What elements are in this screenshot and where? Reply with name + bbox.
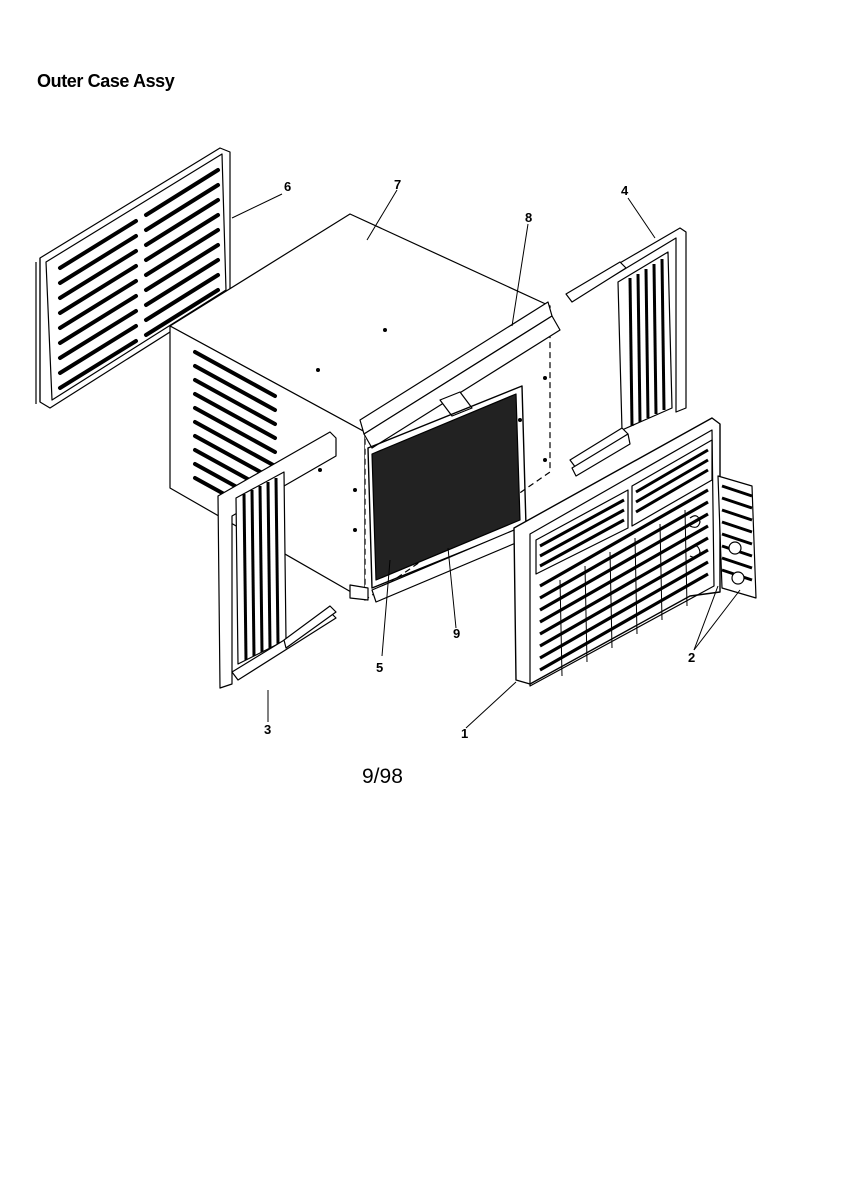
part-right-side-curtain (565, 227, 687, 477)
callout-3: 3 (264, 722, 271, 737)
callout-6: 6 (284, 179, 291, 194)
callout-7: 7 (394, 177, 401, 192)
cabinet-screw-holes (316, 328, 547, 532)
part-front-grille (513, 417, 721, 687)
rear-grille-louvers (58, 168, 220, 390)
part-rear-grille (35, 147, 231, 409)
callout-5: 5 (376, 660, 383, 675)
callout-4: 4 (621, 183, 629, 198)
date-code: 9/98 (362, 765, 403, 788)
callout-8: 8 (525, 210, 532, 225)
front-grille-lower-louvers (539, 488, 709, 672)
callout-2: 2 (688, 650, 695, 665)
page-title: Outer Case Assy (37, 71, 175, 91)
leader-lines (231, 189, 741, 729)
front-grille-upper-vents (539, 448, 709, 568)
callout-9: 9 (453, 626, 460, 641)
part-louver-knobs (689, 475, 757, 599)
callout-labels: 1 2 3 4 5 6 7 8 9 (264, 177, 695, 741)
part-left-side-curtain (217, 431, 337, 689)
part-top-rail (359, 301, 561, 449)
callout-1: 1 (461, 726, 468, 741)
